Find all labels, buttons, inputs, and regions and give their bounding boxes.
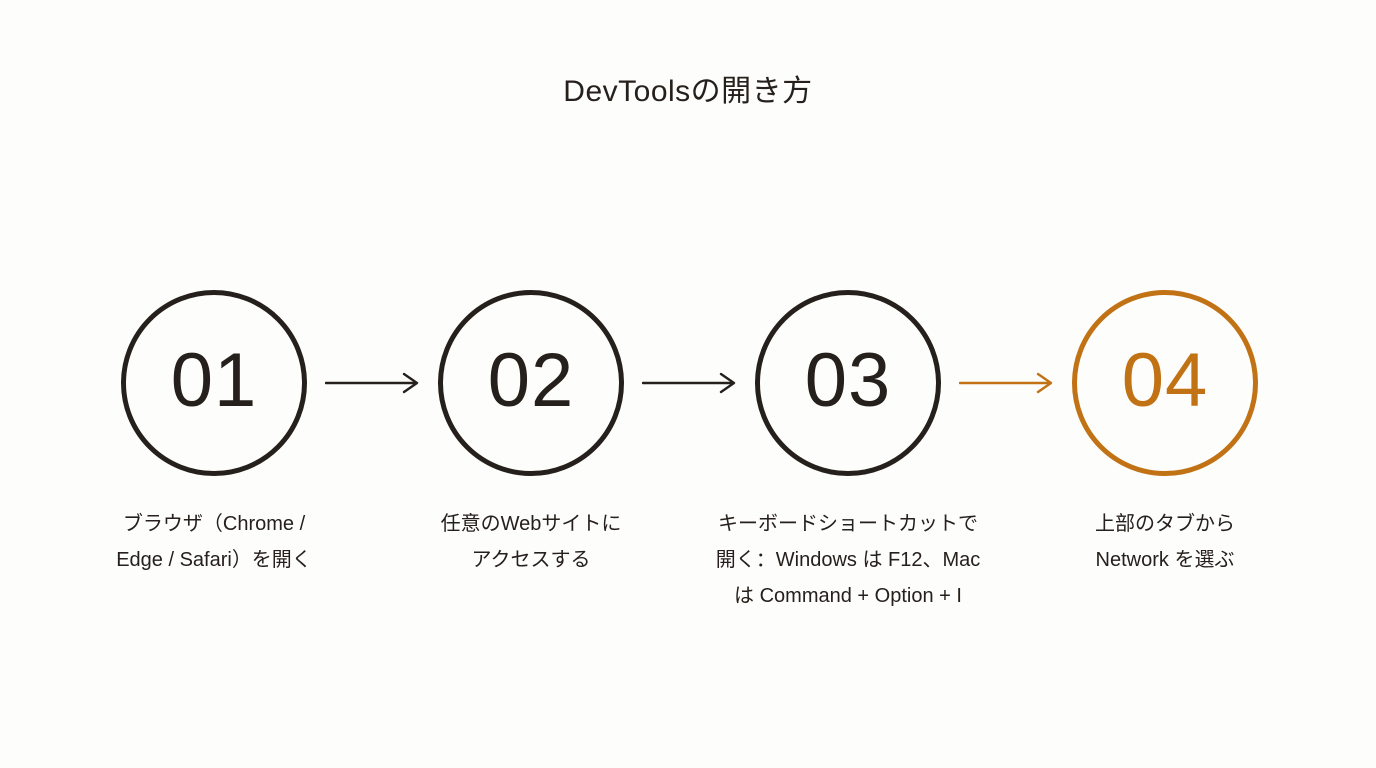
arrow-right-icon [642, 369, 738, 397]
step-1-description: ブラウザ（Chrome / Edge / Safari）を開く [54, 506, 374, 578]
step-2-circle: 02 [438, 290, 624, 476]
step-2-description: 任意のWebサイトに アクセスする [371, 506, 691, 578]
step-4-description: 上部のタブから Network を選ぶ [1005, 506, 1325, 578]
step-3-description-line: 開く：Windows は F12、Mac [715, 549, 981, 571]
arrow-right-icon [325, 369, 421, 397]
step-4-description-line: Network を選ぶ [1095, 549, 1235, 571]
step-4-description-line: 上部のタブから [1095, 513, 1235, 535]
step-2-number: 02 [487, 338, 575, 423]
step-3-description: キーボードショートカットで 開く：Windows は F12、Mac は Com… [688, 506, 1008, 614]
step-4-circle: 04 [1072, 290, 1258, 476]
step-1-number: 01 [170, 338, 258, 423]
step-3-description-line: キーボードショートカットで [718, 513, 978, 535]
step-3-description-line: は Command + Option + I [734, 585, 962, 607]
step-1-description-line: ブラウザ（Chrome / [122, 513, 306, 535]
page-title: DevToolsの開き方 [563, 75, 813, 108]
step-2-description-line: 任意のWebサイトに [440, 513, 622, 535]
step-3-number: 03 [804, 338, 892, 423]
step-2-description-line: アクセスする [471, 549, 591, 571]
step-1-circle: 01 [121, 290, 307, 476]
step-1-description-line: Edge / Safari）を開く [116, 549, 312, 571]
arrow-right-icon [959, 369, 1055, 397]
step-3-circle: 03 [755, 290, 941, 476]
step-4-number: 04 [1121, 338, 1209, 423]
